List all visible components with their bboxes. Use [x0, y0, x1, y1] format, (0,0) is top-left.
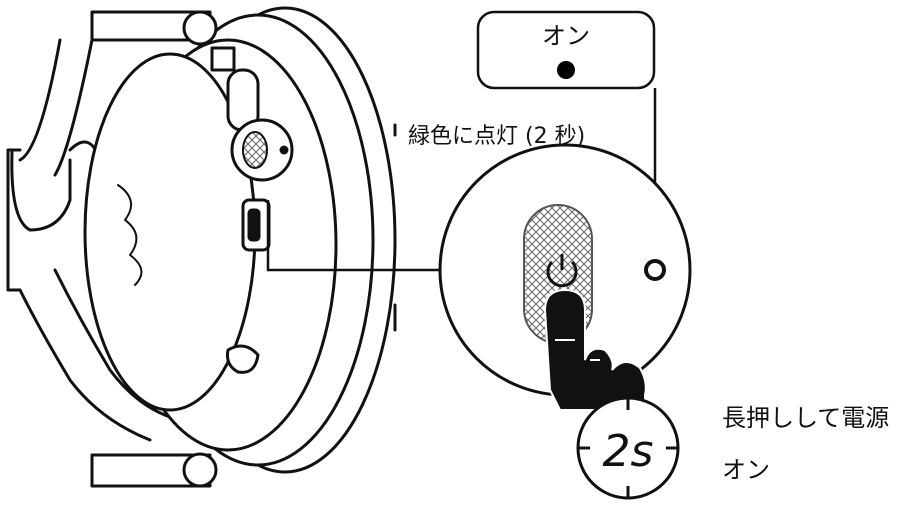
timer-icon — [576, 396, 680, 500]
callout-line-button — [266, 200, 455, 272]
action-label-line2: オン — [722, 456, 770, 484]
finger-press-icon — [543, 288, 647, 411]
status-led — [644, 259, 666, 281]
led-status-label: 緑色に点灯 (2 秒) — [408, 124, 586, 149]
timer-label: 2s — [602, 426, 654, 477]
status-box — [476, 10, 656, 90]
status-box-label: オン — [542, 22, 590, 50]
status-indicator-dot — [557, 61, 575, 79]
action-label-line1: 長押しして電源 — [722, 404, 890, 432]
headset-illustration — [6, 6, 397, 488]
power-symbol-icon — [546, 254, 578, 288]
